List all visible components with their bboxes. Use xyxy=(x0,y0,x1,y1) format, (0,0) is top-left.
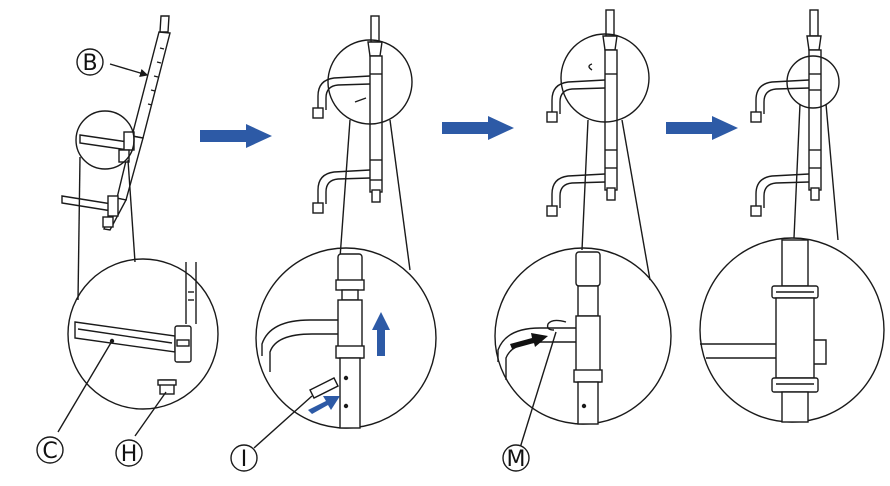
detail-circle-small xyxy=(560,33,650,123)
label-c: C xyxy=(36,436,64,464)
label-b: B xyxy=(76,48,104,76)
label-i: I xyxy=(230,444,258,472)
svg-text:I: I xyxy=(241,447,248,472)
step-1-panel xyxy=(57,15,219,437)
step-arrow-icon xyxy=(666,116,738,140)
step-arrow-icon xyxy=(200,124,272,148)
label-m: M xyxy=(502,444,530,472)
label-h: H xyxy=(115,439,143,467)
step-arrow-icon xyxy=(442,116,514,140)
armrest-upper xyxy=(79,131,135,163)
svg-text:H: H xyxy=(121,442,138,467)
detail-circle-small xyxy=(327,39,413,125)
direction-arrow-icon xyxy=(510,333,548,349)
pole-assembled-4 xyxy=(750,9,822,217)
detail-3-contents xyxy=(497,251,603,449)
direction-arrow-icon xyxy=(308,396,340,414)
detail-circle-large xyxy=(67,258,219,410)
step-2-panel xyxy=(253,15,437,449)
step-3-panel xyxy=(494,9,672,449)
svg-text:M: M xyxy=(507,447,526,472)
pole-assembled-3 xyxy=(546,9,618,217)
pole-assembled-2 xyxy=(312,15,383,214)
detail-4-contents xyxy=(700,239,827,423)
svg-text:B: B xyxy=(82,51,97,76)
direction-arrow-icon xyxy=(372,312,390,356)
detail-1-contents xyxy=(74,262,197,395)
detail-circle-small xyxy=(75,110,135,170)
armrest-lower xyxy=(61,195,119,228)
step-4-panel xyxy=(699,9,885,423)
detail-2-contents xyxy=(253,253,365,449)
detail-circle-small xyxy=(786,55,840,109)
svg-text:C: C xyxy=(42,439,57,464)
